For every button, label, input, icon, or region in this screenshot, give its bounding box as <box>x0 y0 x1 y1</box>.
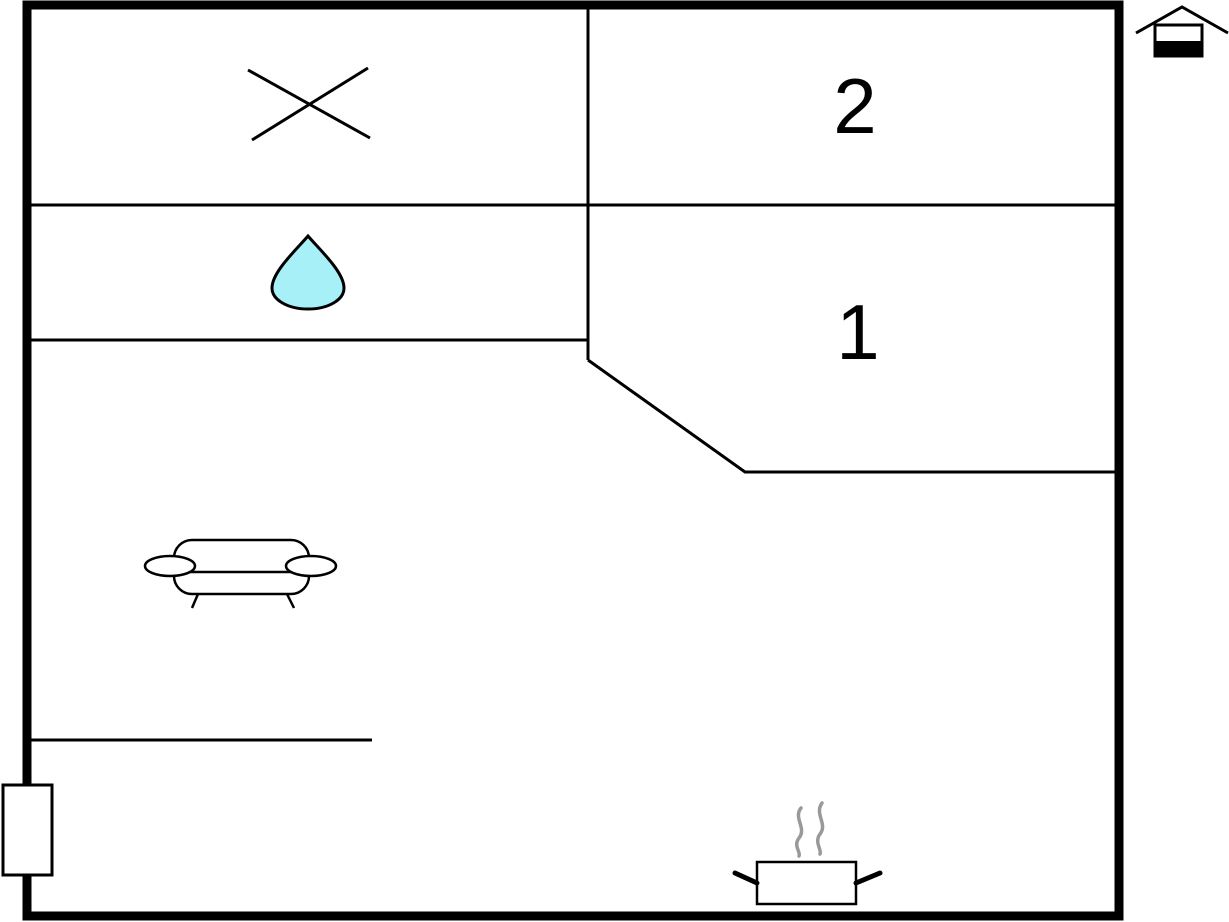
wall-room1-diagonal <box>587 358 1115 474</box>
sofa-icon <box>143 538 338 609</box>
cooking-pot-icon <box>732 801 883 906</box>
room-2-label: 2 <box>833 62 876 150</box>
outer-wall <box>22 0 1124 921</box>
cross-icon <box>247 66 371 142</box>
water-drop-icon <box>270 233 346 311</box>
door-icon <box>1 783 54 877</box>
room-1-label: 1 <box>836 288 879 376</box>
house-floor-icon <box>1135 5 1229 58</box>
interior-walls <box>31 7 1115 742</box>
steam <box>795 801 825 858</box>
